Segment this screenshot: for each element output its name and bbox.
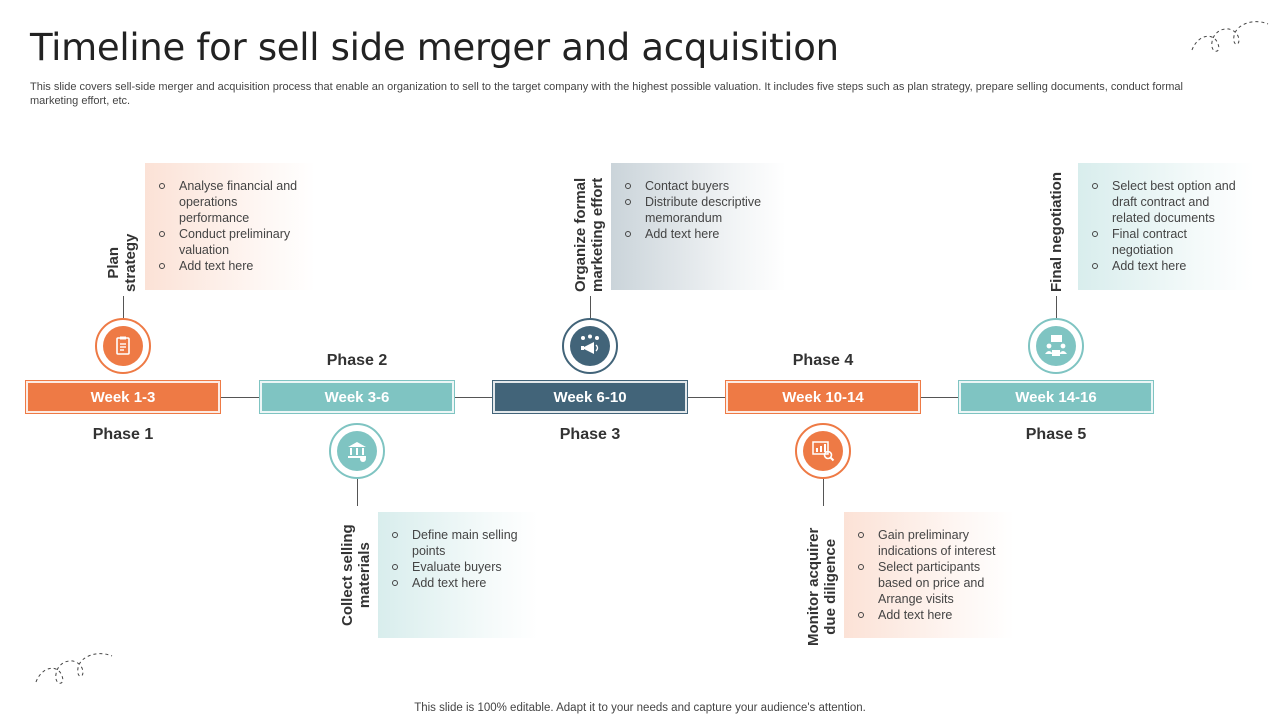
bullet-item: Analyse financial and operations perform… bbox=[157, 178, 305, 226]
step-label-1: Plan strategy bbox=[105, 233, 139, 292]
phase-label-3: Phase 3 bbox=[559, 426, 621, 443]
bullet-item: Evaluate buyers bbox=[390, 559, 528, 575]
chart-magnifier-icon bbox=[812, 441, 835, 462]
step-label-4: Monitor acquirer due diligence bbox=[805, 527, 839, 646]
phase-5-icon-circle bbox=[1028, 318, 1084, 374]
step-label-5: Final negotiation bbox=[1048, 172, 1065, 292]
bank-money-icon bbox=[348, 442, 366, 462]
bullet-box-1: Analyse financial and operations perform… bbox=[145, 163, 315, 290]
bullet-item: Add text here bbox=[1090, 258, 1244, 274]
bullet-box-2: Define main selling points Evaluate buye… bbox=[378, 512, 538, 638]
bullet-item: Add text here bbox=[390, 575, 528, 591]
connector-line bbox=[455, 397, 492, 398]
connector-line bbox=[921, 397, 958, 398]
phase-label-1: Phase 1 bbox=[92, 426, 154, 443]
bullet-item: Contact buyers bbox=[623, 178, 776, 194]
bullet-item: Distribute descriptive memorandum bbox=[623, 194, 776, 226]
page-subtitle: This slide covers sell-side merger and a… bbox=[30, 81, 1183, 107]
bullet-item: Conduct preliminary valuation bbox=[157, 226, 305, 258]
bullet-box-4: Gain preliminary indications of interest… bbox=[844, 512, 1014, 638]
decorative-doodle-bottom-left bbox=[35, 653, 113, 684]
week-bar-2: Week 3-6 bbox=[259, 380, 455, 414]
bullet-box-3: Contact buyers Distribute descriptive me… bbox=[611, 163, 786, 290]
phase-3-icon-circle bbox=[562, 318, 618, 374]
stem-line bbox=[123, 296, 124, 318]
phase-2-icon-circle bbox=[329, 423, 385, 479]
connector-line bbox=[221, 397, 259, 398]
page-title: Timeline for sell side merger and acquis… bbox=[30, 26, 839, 69]
bullet-item: Gain preliminary indications of interest bbox=[856, 527, 1004, 559]
bullet-item: Define main selling points bbox=[390, 527, 528, 559]
step-label-3: Organize formal marketing effort bbox=[572, 177, 606, 292]
stem-line bbox=[1056, 296, 1057, 318]
week-bar-5: Week 14-16 bbox=[958, 380, 1154, 414]
decorative-doodle-top-right bbox=[1191, 21, 1269, 52]
bullet-box-5: Select best option and draft contract an… bbox=[1078, 163, 1254, 290]
week-bar-1: Week 1-3 bbox=[25, 380, 221, 414]
phase-1-icon-circle bbox=[95, 318, 151, 374]
phase-4-icon-circle bbox=[795, 423, 851, 479]
stem-line bbox=[357, 478, 358, 506]
footer-note: This slide is 100% editable. Adapt it to… bbox=[414, 702, 866, 714]
bullet-item: Add text here bbox=[157, 258, 305, 274]
bullet-item: Select best option and draft contract an… bbox=[1090, 178, 1244, 226]
negotiation-meeting-icon bbox=[1045, 335, 1067, 356]
bullet-item: Add text here bbox=[623, 226, 776, 242]
stem-line bbox=[823, 478, 824, 506]
week-bar-3: Week 6-10 bbox=[492, 380, 688, 414]
step-label-2: Collect selling materials bbox=[339, 524, 373, 626]
phase-label-2: Phase 2 bbox=[326, 352, 388, 369]
phase-label-4: Phase 4 bbox=[792, 352, 854, 369]
bullet-item: Select participants based on price and A… bbox=[856, 559, 1004, 607]
phase-label-5: Phase 5 bbox=[1025, 426, 1087, 443]
clipboard-icon bbox=[116, 336, 130, 355]
bullet-item: Add text here bbox=[856, 607, 1004, 623]
connector-line bbox=[688, 397, 725, 398]
megaphone-people-icon bbox=[581, 334, 599, 354]
week-bar-4: Week 10-14 bbox=[725, 380, 921, 414]
bullet-item: Final contract negotiation bbox=[1090, 226, 1244, 258]
stem-line bbox=[590, 296, 591, 318]
